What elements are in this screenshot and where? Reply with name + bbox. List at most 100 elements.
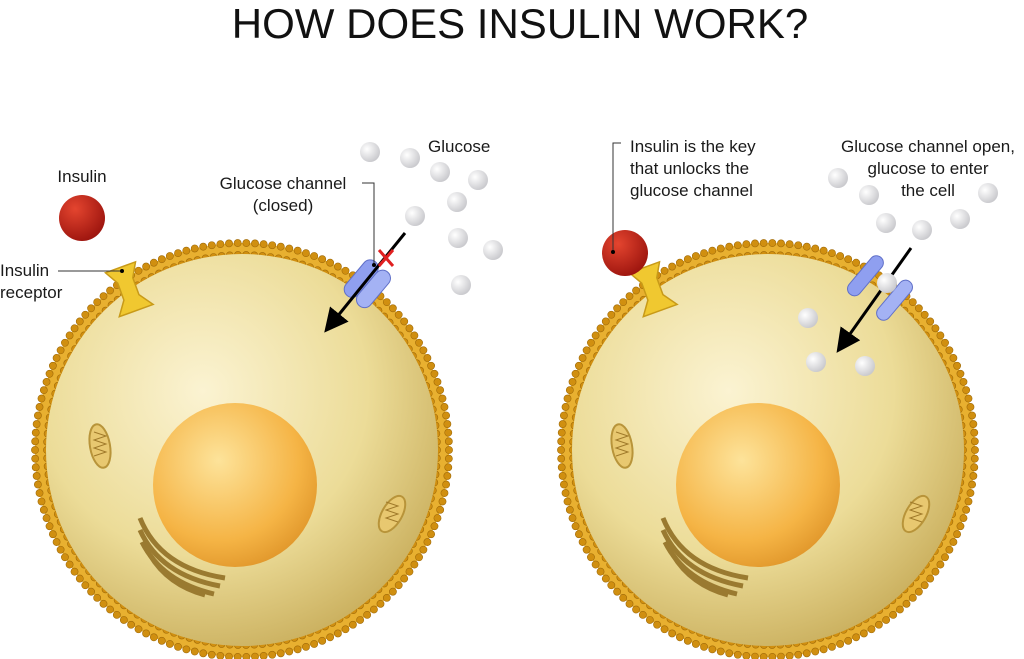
lipid-head [968, 480, 977, 489]
lipid-head [444, 428, 453, 437]
lipid-head [436, 386, 445, 395]
receptor-label-line2: receptor [0, 283, 63, 302]
lipid-head [75, 317, 84, 326]
lipid-head [142, 629, 150, 638]
glucose-label: Glucose [428, 137, 490, 156]
glucose-molecule [855, 356, 875, 376]
lipid-head [794, 650, 803, 659]
lipid-head [959, 514, 968, 522]
lipid-head [444, 437, 453, 446]
lipid-head [190, 244, 199, 253]
glucose-molecule [405, 206, 425, 226]
lipid-head [828, 642, 836, 651]
lipid-head [334, 629, 342, 638]
lipid-head [87, 587, 96, 596]
lipid-head [440, 489, 449, 497]
open-label-line3: the cell [901, 181, 955, 200]
lipid-head [969, 472, 978, 480]
lipid-head [802, 242, 811, 251]
lipid-head [285, 244, 294, 253]
lipid-head [896, 605, 904, 614]
lipid-head [276, 649, 285, 658]
lipid-head [35, 489, 44, 497]
lipid-head [423, 354, 432, 362]
lipid-head [419, 545, 428, 554]
lipid-head [182, 645, 191, 654]
lipid-head [106, 605, 114, 614]
lipid-head [625, 599, 634, 608]
lipid-head [836, 640, 845, 648]
lipid-head [777, 652, 785, 659]
mitochondrion [377, 494, 407, 534]
glucose-molecule [451, 275, 471, 295]
key-label-line3: glucose channel [630, 181, 753, 200]
lipid-head [207, 241, 216, 250]
insulin-molecule-bound [602, 230, 648, 276]
lipid-head [415, 553, 423, 562]
lipid-head [785, 651, 794, 659]
lipid-head [759, 239, 768, 247]
lipid-head [52, 354, 61, 362]
lipid-head [565, 505, 574, 514]
lipid-head [619, 298, 628, 307]
lipid-head [42, 378, 51, 386]
lipid-head [48, 530, 57, 539]
glucose-molecule [806, 352, 826, 372]
lipid-head [182, 246, 191, 255]
golgi-apparatus [137, 517, 226, 598]
lipid-head [638, 610, 647, 619]
lipid-head [557, 437, 566, 446]
blocked-x-icon [377, 249, 395, 267]
lipid-head [326, 258, 335, 267]
lipid-head [966, 489, 975, 497]
glucose-molecule [950, 209, 970, 229]
lipid-head [574, 530, 583, 539]
lipid-head [285, 647, 294, 656]
lipid-head [931, 324, 940, 333]
lipid-head [908, 298, 917, 307]
lipid-head [400, 317, 409, 326]
lipid-head [75, 574, 84, 583]
lipid-head [836, 252, 845, 260]
lipid-head [962, 386, 971, 395]
lipid-head [568, 378, 577, 386]
insulin-receptor [103, 260, 155, 318]
lipid-head [430, 369, 439, 378]
lipid-head [889, 610, 898, 619]
lipid-head [591, 560, 600, 569]
lipid-head [242, 653, 251, 659]
lipid-head [157, 255, 166, 264]
lipid-head [970, 437, 979, 446]
key-label-line1: Insulin is the key [630, 137, 756, 156]
lipid-head [914, 304, 923, 313]
lipid-head [607, 310, 616, 319]
glucose-molecule [483, 240, 503, 260]
lipid-head [660, 266, 669, 275]
lipid-head [716, 244, 725, 253]
lipid-head [601, 574, 610, 583]
glucose-molecule [360, 142, 380, 162]
lipid-head [45, 522, 54, 531]
nucleus [153, 403, 317, 567]
lipid-head [42, 514, 51, 522]
lipid-head [259, 651, 268, 659]
lipid-head [165, 252, 174, 260]
lipid-head [964, 394, 973, 403]
lipid-head [363, 610, 372, 619]
lipid-head [557, 463, 566, 472]
lipid-head [31, 437, 40, 446]
lipid-head [48, 361, 57, 370]
lipid-head [440, 403, 449, 411]
lipid-head [949, 538, 958, 546]
lipid-head [35, 403, 44, 411]
lipid-head [70, 567, 79, 576]
lipid-head [225, 239, 233, 248]
lipid-head [127, 620, 135, 629]
glucose-molecule [859, 185, 879, 205]
lipid-head [708, 645, 717, 654]
lipid-head [433, 378, 442, 386]
lipid-head [443, 472, 452, 480]
lipid-head [419, 346, 428, 355]
lipid-head [423, 538, 432, 546]
lipid-head [31, 454, 40, 463]
